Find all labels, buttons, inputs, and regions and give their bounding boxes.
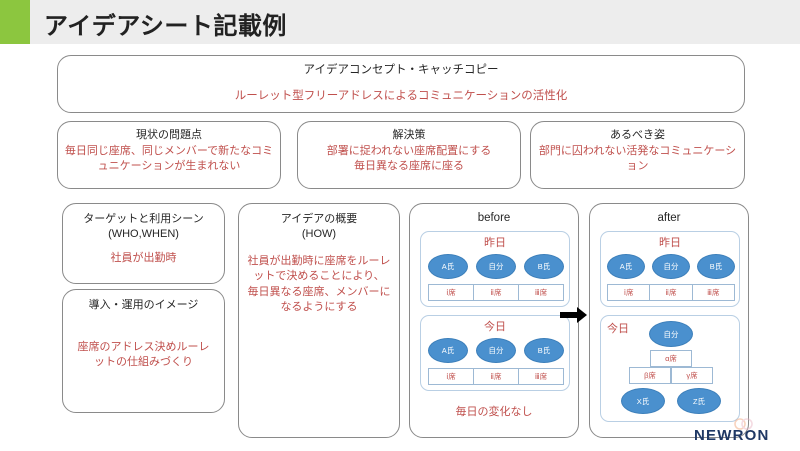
- logo-mark-icon: [734, 416, 754, 432]
- after-yesterday-seat-3: ⅲ席: [707, 288, 720, 297]
- after-yesterday-person-2: 自分: [652, 254, 690, 279]
- before-yesterday-person-3: B氏: [524, 254, 564, 279]
- header-accent-bar: [0, 0, 30, 44]
- ideal-state-title: あるべき姿: [610, 129, 665, 141]
- deployment-image-title: 導入・運用のイメージ: [88, 299, 199, 311]
- before-today-seat-1: ⅰ席: [429, 369, 474, 384]
- concept-title: アイデアコンセプト・キャッチコピー: [303, 64, 499, 76]
- before-today-person-1: A氏: [428, 338, 468, 363]
- slide-header: アイデアシート記載例: [0, 0, 800, 44]
- after-today-top-seat: α席: [650, 350, 692, 367]
- after-today-label: 今日: [607, 323, 629, 335]
- after-yesterday-seat-row: ⅰ席 ⅱ席 ⅲ席: [607, 284, 735, 301]
- before-today-seat-row: ⅰ席 ⅱ席 ⅲ席: [428, 368, 564, 385]
- before-yesterday-person-2: 自分: [476, 254, 516, 279]
- after-today-mid-seat-1: β席: [629, 367, 671, 384]
- before-yesterday-seat-3: ⅲ席: [534, 288, 548, 297]
- idea-overview-body: 社員が出勤時に座席をルーレットで決めることにより、 毎日異なる座席、メンバーにな…: [247, 255, 391, 314]
- concept-body: ルーレット型フリーアドレスによるコミュニケーションの活性化: [234, 90, 568, 102]
- before-yesterday-group: 昨日 A氏 自分 B氏 ⅰ席 ⅱ席 ⅲ席: [420, 231, 570, 307]
- current-problem-box: 現状の問題点 毎日同じ座席、同じメンバーで新たなコミュニケーションが生まれない: [57, 121, 281, 189]
- before-panel-title: before: [477, 212, 511, 224]
- before-yesterday-person-1: A氏: [428, 254, 468, 279]
- target-scene-body: 社員が出勤時: [110, 252, 177, 264]
- after-yesterday-label: 昨日: [659, 237, 681, 249]
- after-panel: after 昨日 A氏 自分 B氏 ⅰ席 ⅱ席 ⅲ席 今日 自分 α席 β席 γ…: [589, 203, 749, 438]
- deployment-image-body: 座席のアドレス決めルーレットの仕組みづくり: [77, 341, 210, 369]
- after-today-mid-seat-2: γ席: [671, 367, 713, 384]
- before-panel: before 昨日 A氏 自分 B氏 ⅰ席 ⅱ席 ⅲ席 今日 A氏 自分 B氏 …: [409, 203, 579, 438]
- after-panel-title: after: [657, 212, 681, 224]
- after-yesterday-person-3: B氏: [697, 254, 735, 279]
- target-scene-title: ターゲットと利用シーン (WHO,WHEN): [83, 213, 204, 240]
- idea-overview-box: アイデアの概要 (HOW) 社員が出勤時に座席をルーレットで決めることにより、 …: [238, 203, 400, 438]
- concept-box: アイデアコンセプト・キャッチコピー ルーレット型フリーアドレスによるコミュニケー…: [57, 55, 745, 113]
- solution-title: 解決策: [392, 129, 426, 141]
- after-yesterday-group: 昨日 A氏 自分 B氏 ⅰ席 ⅱ席 ⅲ席: [600, 231, 740, 307]
- before-yesterday-seat-1: ⅰ席: [429, 285, 474, 300]
- before-today-person-2: 自分: [476, 338, 516, 363]
- solution-box: 解決策 部署に捉われない座席配置にする 毎日異なる座席に座る: [297, 121, 521, 189]
- solution-body: 部署に捉われない座席配置にする 毎日異なる座席に座る: [326, 145, 492, 173]
- before-today-seat-3: ⅲ席: [534, 372, 548, 381]
- before-yesterday-seat-2: ⅱ席: [474, 285, 519, 300]
- newron-logo: NEWRON: [694, 418, 794, 446]
- after-today-bottom-person-1: X氏: [621, 388, 665, 414]
- right-arrow-icon: [560, 306, 588, 324]
- after-today-top-person: 自分: [649, 321, 693, 347]
- before-yesterday-label: 昨日: [484, 237, 506, 249]
- after-yesterday-person-1: A氏: [607, 254, 645, 279]
- idea-overview-title: アイデアの概要 (HOW): [280, 213, 358, 240]
- after-today-bottom-person-2: Z氏: [677, 388, 721, 414]
- ideal-state-body: 部門に囚われない活発なコミュニケーション: [538, 145, 737, 173]
- before-today-group: 今日 A氏 自分 B氏 ⅰ席 ⅱ席 ⅲ席: [420, 315, 570, 391]
- ideal-state-box: あるべき姿 部門に囚われない活発なコミュニケーション: [530, 121, 745, 189]
- before-yesterday-seat-row: ⅰ席 ⅱ席 ⅲ席: [428, 284, 564, 301]
- current-problem-body: 毎日同じ座席、同じメンバーで新たなコミュニケーションが生まれない: [64, 145, 274, 173]
- current-problem-title: 現状の問題点: [136, 129, 202, 141]
- before-today-person-3: B氏: [524, 338, 564, 363]
- before-today-label: 今日: [484, 321, 506, 333]
- logo-text: NEWRON: [694, 427, 770, 444]
- after-today-group: 今日 自分 α席 β席 γ席 X氏 Z氏: [600, 315, 740, 422]
- after-yesterday-seat-2: ⅱ席: [650, 285, 693, 300]
- before-footer-note: 毎日の変化なし: [455, 406, 533, 418]
- page-title: アイデアシート記載例: [44, 13, 287, 40]
- target-scene-box: ターゲットと利用シーン (WHO,WHEN) 社員が出勤時: [62, 203, 225, 284]
- after-yesterday-seat-1: ⅰ席: [608, 285, 651, 300]
- before-today-seat-2: ⅱ席: [474, 369, 519, 384]
- deployment-image-box: 導入・運用のイメージ 座席のアドレス決めルーレットの仕組みづくり: [62, 289, 225, 413]
